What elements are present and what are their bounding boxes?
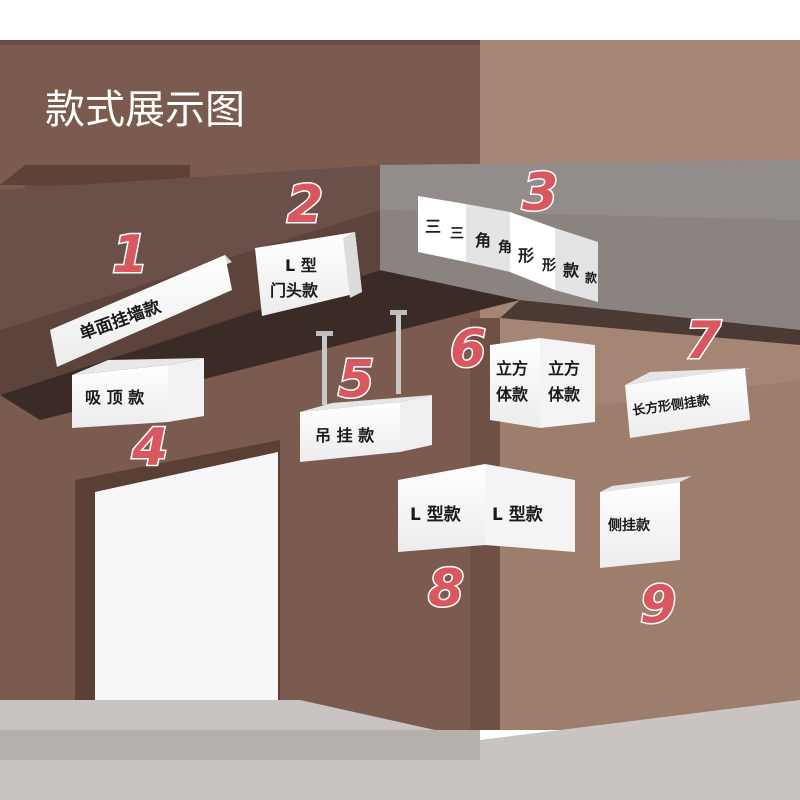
page-title: 款式展示图 bbox=[45, 87, 245, 133]
sign-3-strip-d bbox=[555, 228, 598, 302]
sign-2-number: 2 bbox=[287, 175, 323, 235]
sign-5-rod-right bbox=[396, 314, 401, 394]
sign-5-hanging: 吊 挂 款 5 bbox=[300, 310, 432, 462]
sign-3-strip-b bbox=[466, 204, 510, 272]
sign-6-face2-line1: 立方 bbox=[548, 359, 580, 378]
sign-8-face-right bbox=[485, 464, 575, 552]
sign-6-number: 6 bbox=[450, 319, 486, 379]
sign-5-label: 吊 挂 款 bbox=[315, 426, 375, 445]
sign-2-face bbox=[255, 232, 362, 316]
sign-6-face-right bbox=[540, 338, 595, 428]
sign-1-number: 1 bbox=[112, 225, 148, 285]
sign-5-face bbox=[300, 402, 400, 462]
sign-4-ceiling: 吸 顶 款 4 bbox=[72, 358, 204, 480]
sign-9-number: 9 bbox=[640, 575, 676, 635]
sign-2-l-storefront: L 型 门头款 2 bbox=[255, 174, 362, 316]
sign-7-top bbox=[625, 368, 750, 385]
ceiling-left-top bbox=[0, 165, 380, 330]
sign-5-side bbox=[400, 395, 432, 452]
sign-9-top bbox=[600, 476, 692, 492]
sign-9-face bbox=[600, 482, 680, 568]
sign-6-face-left bbox=[490, 338, 540, 428]
floor-shadow bbox=[0, 730, 480, 760]
sign-8-face1-label: L 型款 bbox=[410, 504, 462, 525]
sign-6-cube: 立方 体款 立方 体款 6 bbox=[449, 318, 595, 428]
sign-6-face1-line2: 体款 bbox=[496, 385, 529, 404]
sign-6-face1-line1: 立方 bbox=[496, 359, 528, 378]
sign-5-rod-left bbox=[322, 335, 327, 405]
sign-3-strip-a bbox=[418, 196, 466, 262]
sign-3-char-3: 角 bbox=[475, 231, 491, 250]
sign-8-l-corner: L 型款 L 型款 8 bbox=[398, 464, 575, 621]
sign-3-char-6: 形 bbox=[542, 257, 556, 274]
sign-4-side bbox=[168, 358, 204, 422]
sign-5-rod-cap-left bbox=[316, 331, 333, 336]
sign-4-top bbox=[72, 358, 204, 375]
top-dark-band bbox=[0, 40, 480, 45]
sign-2-label-line2: 门头款 bbox=[270, 281, 319, 300]
sign-3-number: 3 bbox=[522, 163, 558, 223]
sign-8-number: 8 bbox=[428, 559, 464, 619]
sign-2-side bbox=[343, 232, 362, 298]
sign-3-char-2: 三 bbox=[450, 226, 464, 242]
ceiling-right-top bbox=[380, 160, 800, 220]
sign-5-rod-cap-right bbox=[390, 310, 407, 315]
sign-3-strip-c bbox=[510, 212, 555, 290]
sign-7-face bbox=[625, 368, 750, 438]
sign-5-number: 5 bbox=[338, 350, 374, 410]
sign-6-face2-line2: 体款 bbox=[548, 385, 581, 404]
beam-underside-right bbox=[500, 300, 800, 345]
sign-5-top bbox=[300, 395, 432, 412]
sign-9-label: 侧挂款 bbox=[608, 517, 651, 534]
back-box-top bbox=[0, 165, 190, 185]
sign-8-face-left bbox=[398, 464, 485, 552]
sign-3-char-7: 款 bbox=[563, 261, 580, 280]
sign-2-label-line1: L 型 bbox=[285, 256, 317, 275]
sign-8-face2-label: L 型款 bbox=[492, 504, 544, 525]
sign-3-char-4: 角 bbox=[498, 239, 512, 256]
sign-9-side: 侧挂款 9 bbox=[600, 476, 692, 637]
sign-1-face bbox=[50, 255, 232, 367]
sign-3-triangular: 三 三 角 角 形 形 款 款 3 bbox=[418, 162, 598, 302]
door-opening bbox=[95, 452, 278, 730]
sign-7-rect-side: 长方形侧挂款 7 bbox=[625, 310, 750, 438]
sign-4-number: 4 bbox=[131, 418, 168, 478]
sign-4-face bbox=[72, 365, 168, 428]
sign-3-char-8: 款 bbox=[585, 270, 598, 285]
sign-7-number: 7 bbox=[685, 311, 722, 371]
sign-3-char-1: 三 bbox=[425, 217, 441, 236]
sign-4-label: 吸 顶 款 bbox=[85, 388, 145, 407]
sign-1-single-wall: 单面挂墙款 1 bbox=[50, 224, 232, 367]
sign-3-char-5: 形 bbox=[518, 246, 534, 265]
